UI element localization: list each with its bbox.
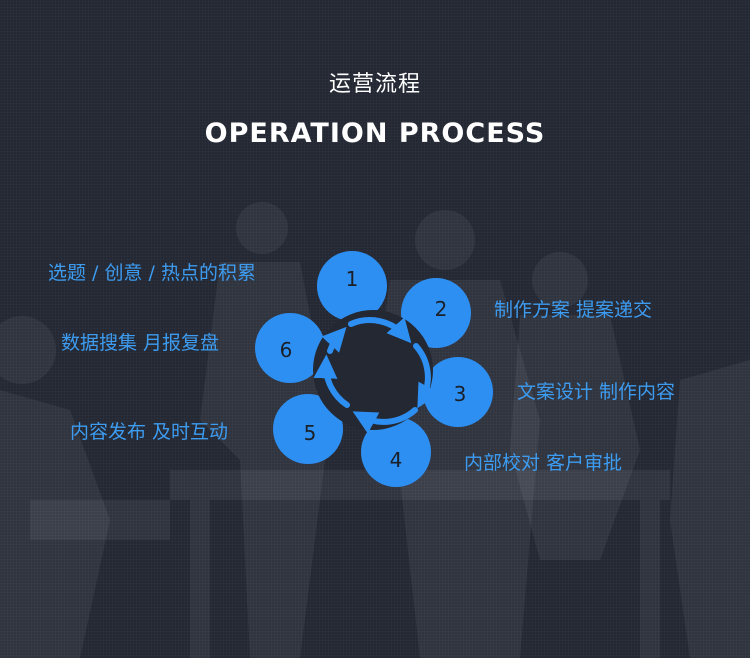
cycle-arrows bbox=[313, 317, 440, 434]
petal-6 bbox=[255, 313, 325, 383]
page-title: 运营流程 bbox=[328, 72, 421, 97]
step-label-1: 选题 / 创意 / 热点的积累 bbox=[48, 262, 256, 284]
petal-5 bbox=[273, 394, 343, 464]
step-label-4: 内部校对 客户审批 bbox=[464, 452, 623, 474]
page-subtitle: OPERATION PROCESS bbox=[204, 118, 546, 149]
step-number-3: 3 bbox=[454, 382, 467, 406]
step-number-4: 4 bbox=[390, 448, 403, 472]
petal-group bbox=[255, 251, 493, 487]
step-number-6: 6 bbox=[280, 338, 293, 362]
step-number-5: 5 bbox=[304, 421, 317, 445]
step-label-2: 制作方案 提案递交 bbox=[494, 299, 653, 321]
step-label-3: 文案设计 制作内容 bbox=[517, 381, 676, 403]
step-label-6: 数据搜集 月报复盘 bbox=[61, 332, 220, 354]
petal-3 bbox=[423, 357, 493, 427]
step-number-2: 2 bbox=[435, 297, 448, 321]
petal-1 bbox=[317, 251, 387, 321]
petal-4 bbox=[361, 417, 431, 487]
petal-2 bbox=[401, 278, 471, 348]
step-number-1: 1 bbox=[346, 267, 359, 291]
step-label-5: 内容发布 及时互动 bbox=[70, 421, 229, 443]
